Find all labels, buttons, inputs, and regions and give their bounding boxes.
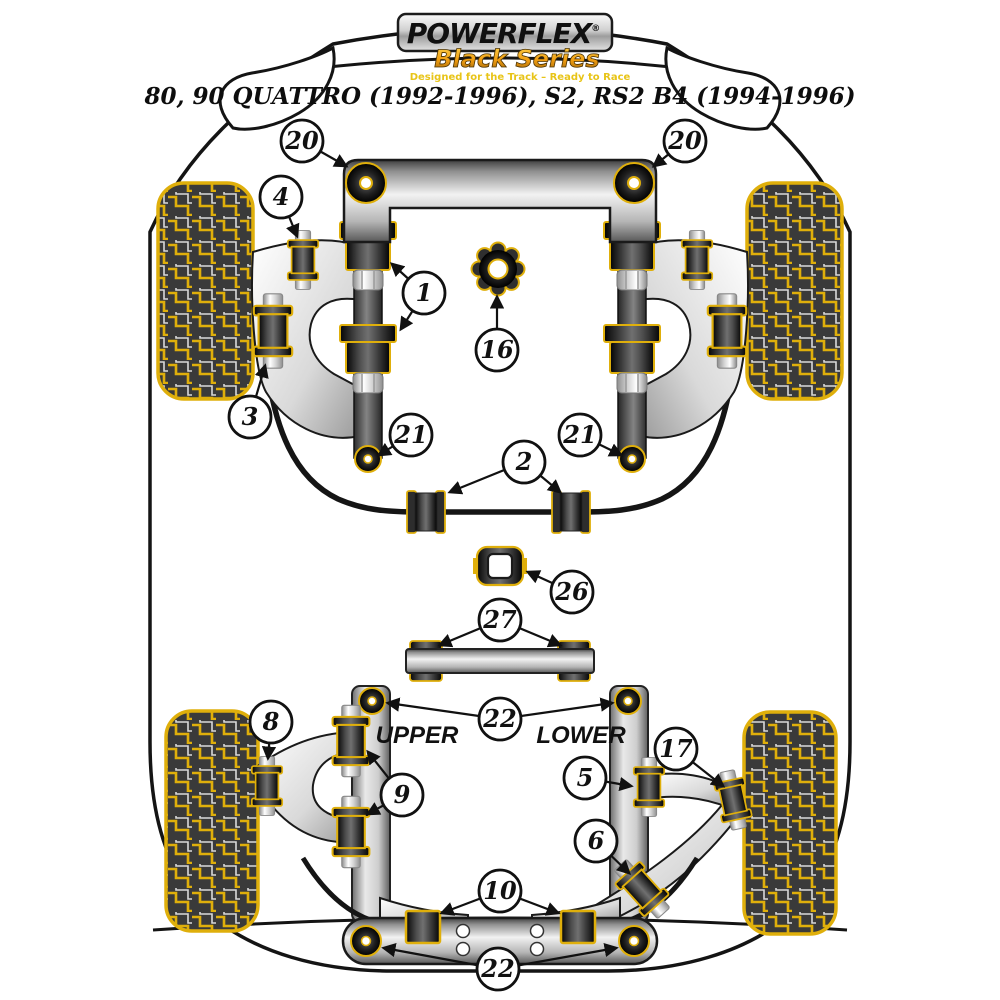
logo-plate (396, 12, 614, 53)
crossmember (405, 640, 595, 682)
rear-arb-clamp-right (559, 909, 597, 945)
subframe-eye-right (613, 162, 655, 204)
rear-outer-bush-8 (250, 755, 284, 817)
steering-rack-bush (470, 241, 526, 297)
svg-text:21: 21 (562, 420, 596, 449)
front-left-assembly (252, 208, 396, 472)
svg-text:10: 10 (483, 876, 517, 905)
label-upper: UPPER (376, 722, 459, 749)
front-arb-clamp-left (406, 490, 446, 534)
rear-mount-left (350, 925, 382, 957)
svg-text:8: 8 (262, 707, 280, 736)
svg-text:5: 5 (577, 763, 594, 792)
svg-text:26: 26 (554, 577, 589, 606)
mirror-right-icon (664, 45, 782, 131)
callout-20-left: 20 (279, 118, 325, 164)
page-title: 80, 90 QUATTRO (1992-1996), S2, RS2 B4 (… (143, 83, 855, 110)
tire-front-left (156, 181, 255, 401)
windshield-line (293, 56, 707, 73)
rear-inner-bush-9-upper (331, 704, 371, 778)
gearbox-mount-bush (473, 545, 527, 587)
front-right-assembly (604, 208, 748, 472)
callout-16: 16 (474, 327, 520, 373)
brand-text: POWERFLEX® (407, 17, 600, 50)
tagline-text: Designed for the Track – Ready to Race (410, 72, 631, 83)
series-text: Black Series (434, 45, 599, 73)
rear-inner-bush-9-lower (331, 795, 371, 869)
callout-3: 3 (227, 394, 273, 440)
svg-text:9: 9 (394, 780, 411, 809)
callout-21-left: 21 (388, 412, 434, 458)
callout-9: 9 (379, 772, 425, 818)
svg-text:20: 20 (284, 126, 319, 155)
svg-text:27: 27 (482, 605, 517, 634)
callout-21-right: 21 (557, 412, 603, 458)
front-subframe (342, 158, 658, 244)
label-lower: LOWER (536, 722, 626, 749)
front-arb-clamp-right (551, 490, 591, 534)
svg-text:17: 17 (659, 734, 693, 763)
plate-holes (455, 923, 545, 957)
callout-8: 8 (248, 699, 294, 745)
callout-bubbles: 20 20 4 1 16 3 21 21 2 26 27 22 8 9 5 17… (227, 118, 708, 992)
car-body-outline (148, 26, 852, 973)
callout-22-top: 22 (477, 696, 523, 742)
callout-4: 4 (258, 174, 304, 220)
tire-rear-right (742, 710, 838, 936)
mirror-left-icon (218, 45, 336, 131)
callout-22-bottom: 22 (475, 946, 521, 992)
powerflex-logo: POWERFLEX® Black Series Designed for the… (396, 12, 631, 83)
callout-20-right: 20 (662, 118, 708, 164)
callout-27: 27 (477, 597, 523, 643)
svg-text:4: 4 (273, 182, 290, 211)
tire-rear-left (164, 709, 260, 933)
rear-rail-eye-left (358, 687, 386, 715)
subframe-eye-left (345, 162, 387, 204)
rear-lower-inner-bush-5 (632, 756, 666, 818)
callout-17: 17 (653, 726, 699, 772)
callout-26: 26 (549, 569, 595, 615)
rear-mount-right (618, 925, 650, 957)
svg-text:22: 22 (480, 954, 514, 983)
svg-text:22: 22 (482, 704, 516, 733)
front-anti-roll-bar (263, 359, 737, 515)
callout-1: 1 (401, 270, 447, 316)
tire-front-right (745, 181, 844, 401)
callout-6: 6 (573, 818, 619, 864)
callout-2: 2 (501, 439, 547, 485)
svg-text:20: 20 (667, 126, 702, 155)
svg-text:3: 3 (242, 402, 259, 431)
svg-text:2: 2 (515, 447, 533, 476)
callout-5: 5 (562, 755, 608, 801)
svg-text:1: 1 (416, 278, 433, 307)
svg-text:16: 16 (480, 335, 514, 364)
rear-arb-clamp-left (404, 909, 442, 945)
rear-rail-eye-right (614, 687, 642, 715)
svg-text:6: 6 (588, 826, 605, 855)
callout-10: 10 (477, 868, 523, 914)
svg-text:21: 21 (393, 420, 427, 449)
